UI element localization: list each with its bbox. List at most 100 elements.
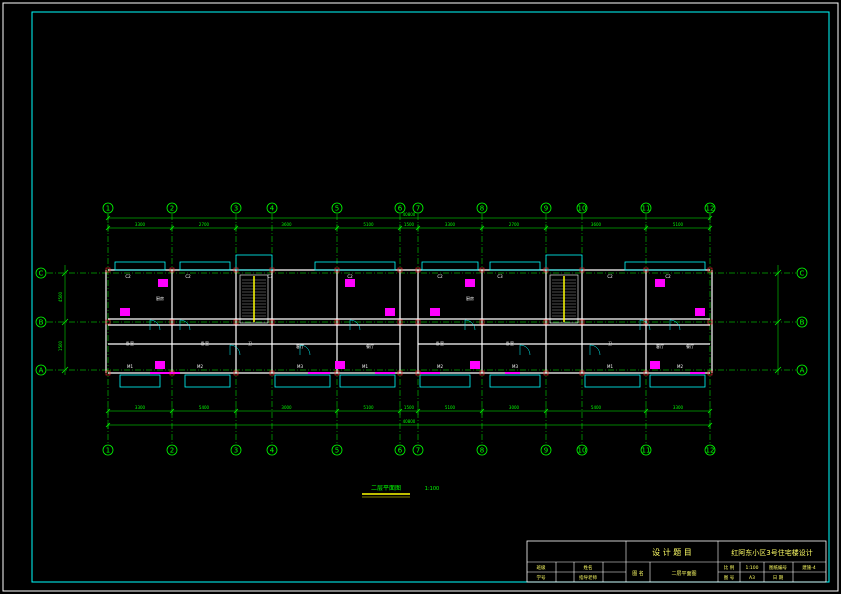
column [707,319,713,325]
axis-label-6: 6 [398,447,403,455]
axis-label-1: 1 [106,447,110,455]
column [169,267,175,273]
tb-class-label: 班级 [537,564,546,571]
door-tag: M1 [127,364,133,369]
axis-bubble-B [796,316,808,328]
dim-right-tick [774,366,782,374]
dim-overall-top-text: 40800 [403,212,416,217]
tb-drawing-number: 建施-4 [802,564,816,571]
axis-label-12: 12 [706,205,715,213]
axis-label-5: 5 [335,447,339,455]
door-swing-0 [149,319,161,331]
axis-label-2: 2 [170,205,174,213]
axis-label-A: A [39,367,44,375]
door-tag: M2 [677,364,683,369]
bay-window-0 [114,261,166,271]
axis-label-9: 9 [544,205,548,213]
column [397,319,403,325]
tb-drawing-name-label: 图 名 [632,570,644,577]
balcony-3 [339,374,396,388]
door-swing-8 [519,344,531,356]
axis-bubble-A [35,364,47,376]
column [233,267,239,273]
tb-sheet-value: A3 [749,575,755,581]
fixture-0 [158,279,168,287]
room-label: 客厅 [296,343,304,349]
axis-bubble-12 [704,202,716,214]
axis-bubble-4 [266,444,278,456]
tb-scale-value: 1:100 [746,565,759,571]
fixture-2 [465,279,475,287]
tb-scale-label: 比 例 [724,564,735,571]
door-swing-4 [639,319,651,331]
axis-label-1: 1 [106,205,110,213]
fixture-7 [695,308,705,316]
fixture-1 [345,279,355,287]
axis-bubble-12 [704,444,716,456]
tb-drawing-name: 二层平面图 [671,571,696,577]
axis-bubble-6 [394,202,406,214]
balcony-6 [584,374,641,388]
door-swing-1 [179,319,191,331]
axis-bubble-11 [640,202,652,214]
bay-window-1 [179,261,231,271]
column [707,267,713,273]
column [269,370,275,376]
column [707,370,713,376]
room-label: 厨房 [466,295,474,301]
axis-bubble-11 [640,444,652,456]
axis-label-9: 9 [544,447,548,455]
column [643,370,649,376]
axis-bubble-7 [412,444,424,456]
stair-landing [235,254,273,271]
axis-bubble-5 [331,202,343,214]
column [579,319,585,325]
column [169,370,175,376]
title-block-header: 设 计 题 目 [652,547,692,557]
axis-bubble-10 [576,444,588,456]
room-label: 餐厅 [686,343,694,349]
window-tag: C3 [267,274,273,279]
room-label: 客厅 [656,343,664,349]
walls [105,269,713,374]
axis-label-3: 3 [234,447,238,455]
column [643,267,649,273]
dim-bays-bottom-text: 5100 [363,405,374,410]
axis-bubble-A [796,364,808,376]
door-tag: M3 [297,364,303,369]
room-details [105,254,713,388]
axis-bubble-C [35,267,47,279]
door-swing-5 [669,319,681,331]
axis-bubble-B [35,316,47,328]
dim-bays-bottom-text: 5400 [199,405,210,410]
column [479,267,485,273]
tb-advisor-label: 指导老师 [579,574,597,581]
balcony-7 [649,374,706,388]
axis-bubble-7 [412,202,424,214]
window-tag: C2 [347,274,353,279]
dim-bays-top-text: 1500 [404,222,415,227]
stair-0 [239,274,269,324]
tb-sheet-label: 图 号 [724,575,735,581]
tb-name-label: 姓名 [584,564,593,571]
fixture-4 [120,308,130,316]
column [334,267,340,273]
tb-id-label: 学号 [537,574,546,581]
dim-bays-bottom-text: 5100 [445,405,456,410]
room-label: 卫 [248,341,252,346]
axis-label-4: 4 [270,447,275,455]
axis-bubble-9 [540,444,552,456]
window-tag: C2 [185,274,191,279]
axis-label-7: 7 [416,205,420,213]
axis-label-5: 5 [335,205,339,213]
axis-label-A: A [800,367,805,375]
column [269,319,275,325]
column [397,370,403,376]
drawing-title: 二层平面图 [371,485,401,492]
fixture-9 [335,361,345,369]
bay-window-3 [421,261,479,271]
axis-label-10: 10 [578,447,587,455]
